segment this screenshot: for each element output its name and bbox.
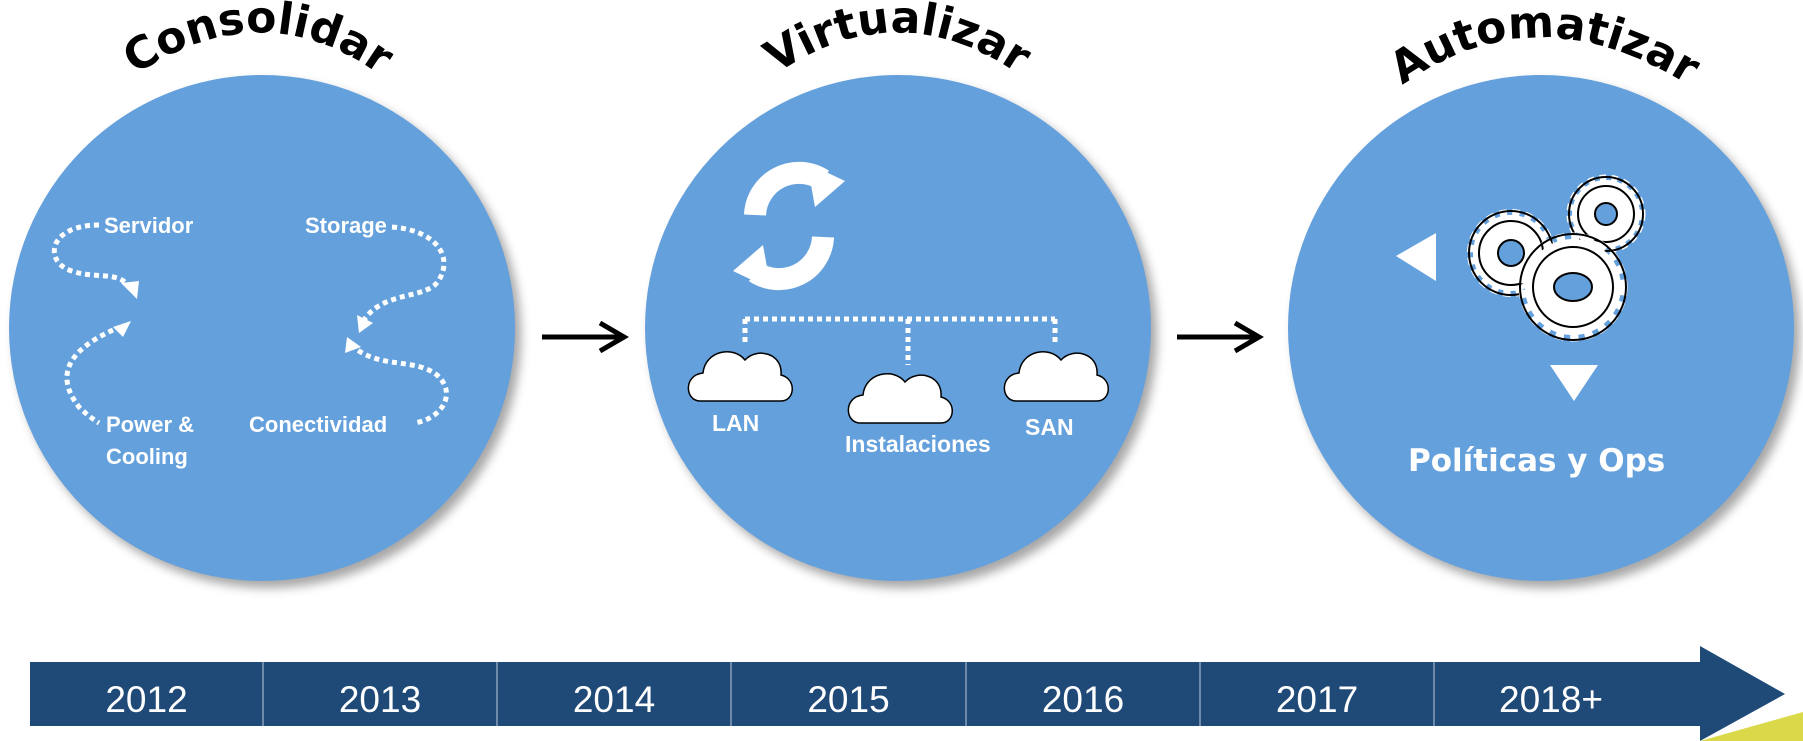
politicas-label: Políticas y Ops [1408, 443, 1666, 479]
cloud-icon [687, 351, 793, 402]
accent-shape [1700, 712, 1803, 741]
power-label: Power & [106, 412, 195, 437]
triangle-down-icon [1550, 365, 1598, 401]
servidor-label: Servidor [104, 213, 194, 238]
gears-icon [1467, 174, 1646, 342]
year-2015: 2015 [807, 679, 890, 720]
instalaciones-label: Instalaciones [845, 431, 991, 457]
lan-label: LAN [712, 410, 760, 436]
year-2018-plus: 2018+ [1499, 679, 1603, 720]
automatizar-circle: Políticas y Ops [1288, 75, 1794, 581]
year-2012: 2012 [105, 679, 188, 720]
automatizar-graphics [1396, 174, 1646, 401]
consolidar-flow-icon [51, 222, 449, 426]
arrow-right-icon [1177, 320, 1264, 354]
storage-label: Storage [305, 213, 387, 238]
consolidar-circle: Servidor Storage Power & Cooling Conecti… [9, 75, 515, 581]
cooling-label: Cooling [106, 444, 188, 469]
virtualizar-graphics [687, 161, 1109, 424]
arrow-right-icon [542, 320, 629, 354]
cloud-icon [1003, 351, 1109, 402]
year-2014: 2014 [572, 679, 656, 720]
year-2017: 2017 [1275, 679, 1359, 720]
virtualizar-circle: LAN Instalaciones SAN [645, 75, 1151, 581]
cloud-icon [847, 373, 953, 424]
stage-title-virtualizar: Virtualizar [756, 0, 1040, 83]
year-2016: 2016 [1041, 679, 1125, 720]
stage-titles: Consolidar Virtualizar Automatizar [114, 0, 1708, 94]
san-label: SAN [1025, 414, 1074, 440]
stage-title-consolidar: Consolidar [114, 0, 402, 84]
conectividad-label: Conectividad [249, 412, 388, 437]
year-2013: 2013 [338, 679, 422, 720]
